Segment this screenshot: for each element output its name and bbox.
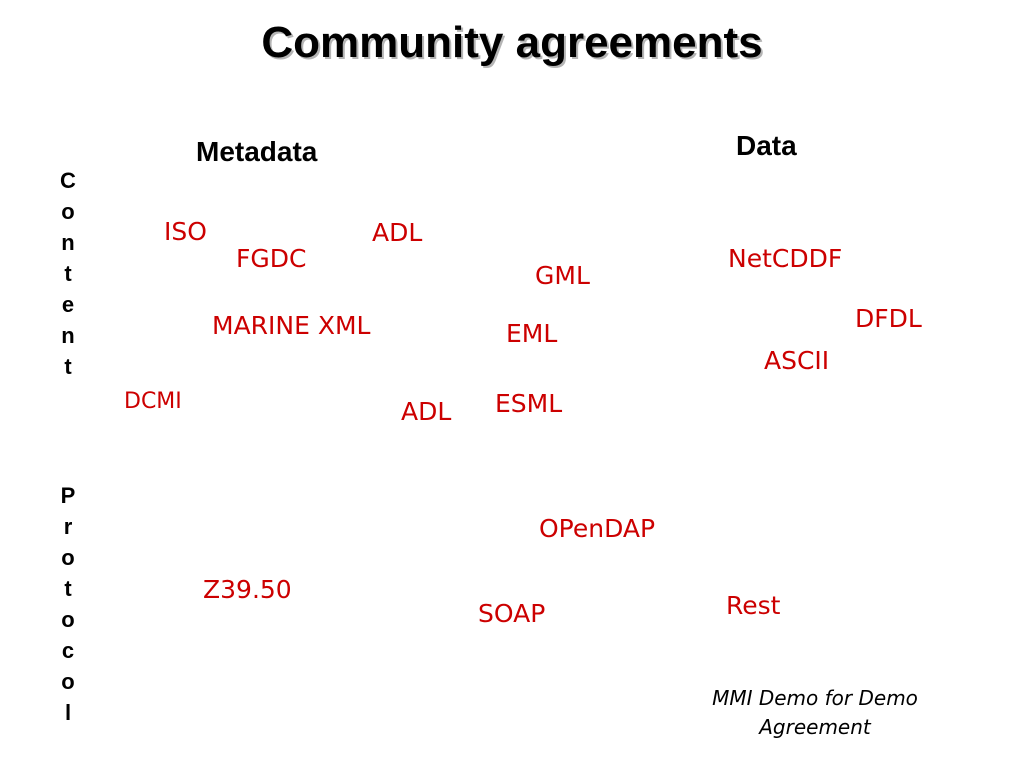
row-label-protocol-letter: t bbox=[64, 576, 72, 601]
footnote-line-2: Agreement bbox=[759, 715, 871, 739]
row-label-protocol-letter: P bbox=[60, 483, 76, 508]
row-label-content-letter: n bbox=[61, 230, 75, 255]
term-iso: ISO bbox=[164, 217, 207, 246]
term-adl-top: ADL bbox=[372, 218, 423, 247]
row-label-content-letter: n bbox=[61, 323, 75, 348]
term-marine-xml: MARINE XML bbox=[212, 311, 371, 340]
term-ascii: ASCII bbox=[764, 346, 830, 375]
term-esml: ESML bbox=[495, 389, 563, 418]
column-header-data: Data bbox=[736, 130, 797, 161]
column-header-metadata: Metadata bbox=[196, 136, 318, 167]
row-label-protocol-letter: c bbox=[61, 638, 75, 663]
term-dfdl: DFDL bbox=[855, 304, 922, 333]
footnote-line-1: MMI Demo for Demo bbox=[712, 686, 918, 710]
term-z3950: Z39.50 bbox=[203, 575, 292, 604]
row-label-protocol-letter: l bbox=[64, 700, 72, 725]
row-label-protocol-letter: o bbox=[61, 607, 75, 632]
row-label-protocol-letter: o bbox=[61, 669, 75, 694]
row-label-content-letter: o bbox=[61, 199, 75, 224]
row-label-protocol: P r o t o c o l bbox=[48, 480, 88, 728]
term-dcmi: DCMI bbox=[124, 389, 182, 414]
footnote: MMI Demo for Demo Agreement bbox=[660, 684, 970, 742]
row-label-content-letter: e bbox=[61, 292, 75, 317]
row-label-content-letter: t bbox=[64, 261, 72, 286]
term-rest: Rest bbox=[726, 591, 781, 620]
term-eml: EML bbox=[506, 319, 558, 348]
row-label-protocol-letter: o bbox=[61, 545, 75, 570]
row-label-content: C o n t e n t bbox=[48, 165, 88, 382]
term-fgdc: FGDC bbox=[236, 244, 307, 273]
term-gml: GML bbox=[535, 261, 590, 290]
term-opendap: OPenDAP bbox=[539, 514, 656, 543]
term-soap: SOAP bbox=[478, 599, 546, 628]
row-label-content-letter: C bbox=[60, 168, 76, 193]
term-netcddf: NetCDDF bbox=[728, 244, 843, 273]
term-adl-bottom: ADL bbox=[401, 397, 452, 426]
slide-title: Community agreements bbox=[261, 18, 763, 67]
row-label-content-letter: t bbox=[64, 354, 72, 379]
row-label-protocol-letter: r bbox=[63, 514, 73, 539]
